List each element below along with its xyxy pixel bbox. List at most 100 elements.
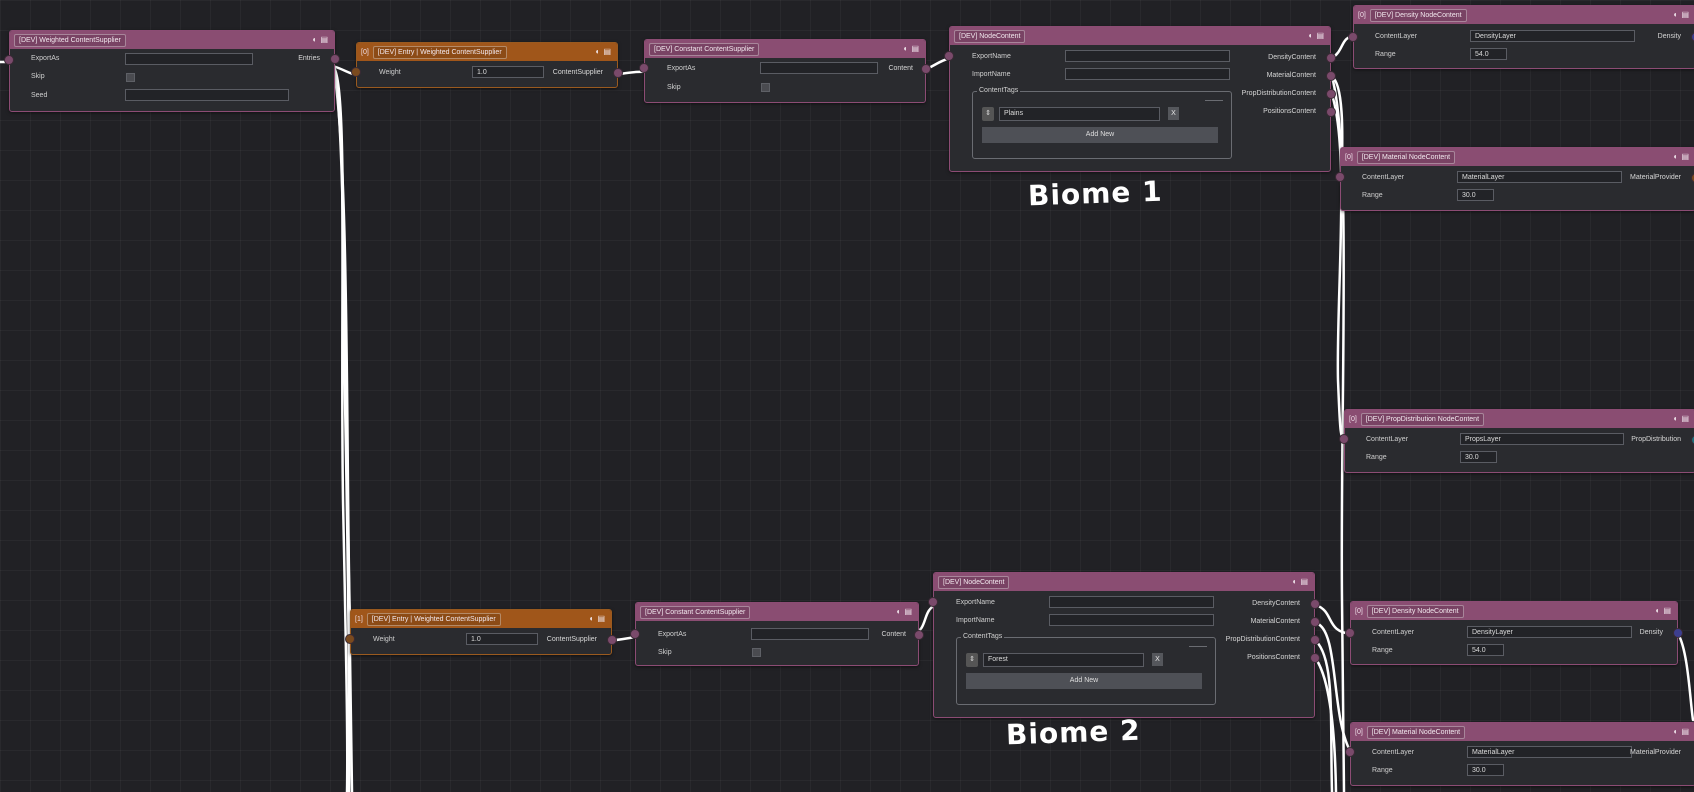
- speaker-icon[interactable]: ◖: [1672, 727, 1678, 736]
- prop-distribution-content-output-port[interactable]: [1326, 89, 1336, 99]
- node-header[interactable]: [DEV] NodeContent ◖▤: [934, 573, 1314, 591]
- node-header[interactable]: [0] [DEV] PropDistribution NodeContent ◖…: [1345, 410, 1694, 428]
- weight-field[interactable]: 1.0: [466, 633, 538, 645]
- node-header[interactable]: [DEV] NodeContent ◖▤: [950, 27, 1330, 45]
- node-header[interactable]: [0] [DEV] Entry | Weighted ContentSuppli…: [357, 43, 617, 61]
- speaker-icon[interactable]: ◖: [902, 44, 908, 53]
- node-header[interactable]: [0] [DEV] Density NodeContent ◖▤: [1354, 6, 1694, 24]
- speaker-icon[interactable]: ◖: [1654, 606, 1660, 615]
- content-supplier-output-port[interactable]: [613, 68, 623, 78]
- speaker-icon[interactable]: ◖: [594, 47, 600, 56]
- node-header[interactable]: [0] [DEV] Material NodeContent ◖▤: [1351, 723, 1694, 741]
- density-node-content-node-1[interactable]: [0] [DEV] Density NodeContent ◖▤ Content…: [1348, 5, 1694, 69]
- comment-icon[interactable]: ▤: [1663, 606, 1671, 615]
- weight-field[interactable]: 1.0: [472, 66, 544, 78]
- group-collapse-line[interactable]: [1205, 100, 1223, 101]
- content-layer-field[interactable]: MaterialLayer: [1467, 746, 1632, 758]
- input-port[interactable]: [630, 629, 640, 639]
- input-port[interactable]: [1348, 32, 1358, 42]
- skip-checkbox[interactable]: [761, 83, 770, 92]
- input-port[interactable]: [639, 63, 649, 73]
- density-node-content-node-2[interactable]: [0] [DEV] Density NodeContent ◖▤ Content…: [1345, 601, 1683, 665]
- add-new-button[interactable]: Add New: [966, 673, 1202, 689]
- content-layer-field[interactable]: DensityLayer: [1467, 626, 1632, 638]
- skip-checkbox[interactable]: [126, 73, 135, 82]
- positions-content-output-port[interactable]: [1326, 107, 1336, 117]
- comment-icon[interactable]: ▤: [1300, 577, 1308, 586]
- range-field[interactable]: 30.0: [1460, 451, 1497, 463]
- content-output-port[interactable]: [914, 630, 924, 640]
- comment-icon[interactable]: ▤: [1681, 152, 1689, 161]
- entry-weighted-content-supplier-node-0[interactable]: [0] [DEV] Entry | Weighted ContentSuppli…: [351, 42, 623, 88]
- material-content-output-port[interactable]: [1310, 617, 1320, 627]
- speaker-icon[interactable]: ◖: [1672, 414, 1678, 423]
- speaker-icon[interactable]: ◖: [1307, 31, 1313, 40]
- density-output-port[interactable]: [1673, 628, 1683, 638]
- comment-icon[interactable]: ▤: [1681, 727, 1689, 736]
- add-new-button[interactable]: Add New: [982, 127, 1218, 143]
- node-header[interactable]: [DEV] Constant ContentSupplier ◖▤: [636, 603, 918, 621]
- positions-content-output-port[interactable]: [1310, 653, 1320, 663]
- reorder-arrows-icon[interactable]: ⇕: [982, 107, 994, 121]
- range-field[interactable]: 30.0: [1457, 189, 1494, 201]
- speaker-icon[interactable]: ◖: [311, 35, 317, 44]
- tag-field[interactable]: Forest: [983, 653, 1144, 667]
- speaker-icon[interactable]: ◖: [1672, 10, 1678, 19]
- content-layer-field[interactable]: PropsLayer: [1460, 433, 1624, 445]
- import-name-field[interactable]: [1049, 614, 1214, 626]
- content-layer-field[interactable]: DensityLayer: [1470, 30, 1635, 42]
- content-layer-field[interactable]: MaterialLayer: [1457, 171, 1622, 183]
- content-supplier-output-port[interactable]: [607, 635, 617, 645]
- import-name-field[interactable]: [1065, 68, 1230, 80]
- group-collapse-line[interactable]: [1189, 646, 1207, 647]
- prop-distribution-node-content-node-1[interactable]: [0] [DEV] PropDistribution NodeContent ◖…: [1339, 409, 1694, 473]
- node-header[interactable]: [1] [DEV] Entry | Weighted ContentSuppli…: [351, 610, 611, 628]
- constant-content-supplier-node-2[interactable]: [DEV] Constant ContentSupplier ◖▤ Export…: [630, 602, 924, 666]
- comment-icon[interactable]: ▤: [911, 44, 919, 53]
- density-content-output-port[interactable]: [1310, 599, 1320, 609]
- prop-distribution-content-output-port[interactable]: [1310, 635, 1320, 645]
- comment-icon[interactable]: ▤: [603, 47, 611, 56]
- tag-field[interactable]: Plains: [999, 107, 1160, 121]
- input-port[interactable]: [4, 55, 14, 65]
- export-as-field[interactable]: [760, 62, 878, 74]
- export-as-field[interactable]: [125, 53, 253, 65]
- comment-icon[interactable]: ▤: [320, 35, 328, 44]
- reorder-arrows-icon[interactable]: ⇕: [966, 653, 978, 667]
- comment-icon[interactable]: ▤: [1681, 414, 1689, 423]
- material-node-content-node-2[interactable]: [0] [DEV] Material NodeContent ◖▤ Conten…: [1345, 722, 1694, 786]
- input-port[interactable]: [1345, 747, 1355, 757]
- export-as-field[interactable]: [751, 628, 869, 640]
- entries-output-port[interactable]: [330, 54, 340, 64]
- constant-content-supplier-node-1[interactable]: [DEV] Constant ContentSupplier ◖▤ Export…: [639, 39, 931, 103]
- content-output-port[interactable]: [921, 64, 931, 74]
- range-field[interactable]: 54.0: [1470, 48, 1507, 60]
- comment-icon[interactable]: ▤: [1316, 31, 1324, 40]
- weighted-content-supplier-node[interactable]: [DEV] Weighted ContentSupplier ◖▤ Export…: [4, 30, 340, 112]
- input-port[interactable]: [944, 51, 954, 61]
- export-name-field[interactable]: [1065, 50, 1230, 62]
- node-header[interactable]: [0] [DEV] Density NodeContent ◖▤: [1351, 602, 1677, 620]
- node-header[interactable]: [DEV] Constant ContentSupplier ◖▤: [645, 40, 925, 58]
- node-header[interactable]: [0] [DEV] Material NodeContent ◖▤: [1341, 148, 1694, 166]
- comment-icon[interactable]: ▤: [1681, 10, 1689, 19]
- speaker-icon[interactable]: ◖: [588, 614, 594, 623]
- speaker-icon[interactable]: ◖: [895, 607, 901, 616]
- input-port[interactable]: [928, 597, 938, 607]
- remove-tag-button[interactable]: X: [1152, 653, 1163, 666]
- node-content-node-2[interactable]: [DEV] NodeContent ◖▤ ExportName ImportNa…: [928, 572, 1320, 718]
- export-name-field[interactable]: [1049, 596, 1214, 608]
- skip-checkbox[interactable]: [752, 648, 761, 657]
- material-content-output-port[interactable]: [1326, 71, 1336, 81]
- speaker-icon[interactable]: ◖: [1291, 577, 1297, 586]
- input-port[interactable]: [1345, 628, 1355, 638]
- comment-icon[interactable]: ▤: [597, 614, 605, 623]
- input-port[interactable]: [351, 67, 361, 77]
- input-port[interactable]: [1339, 434, 1349, 444]
- input-port[interactable]: [345, 634, 355, 644]
- speaker-icon[interactable]: ◖: [1672, 152, 1678, 161]
- range-field[interactable]: 54.0: [1467, 644, 1504, 656]
- seed-field[interactable]: [125, 89, 289, 101]
- material-node-content-node-1[interactable]: [0] [DEV] Material NodeContent ◖▤ Conten…: [1335, 147, 1694, 211]
- range-field[interactable]: 30.0: [1467, 764, 1504, 776]
